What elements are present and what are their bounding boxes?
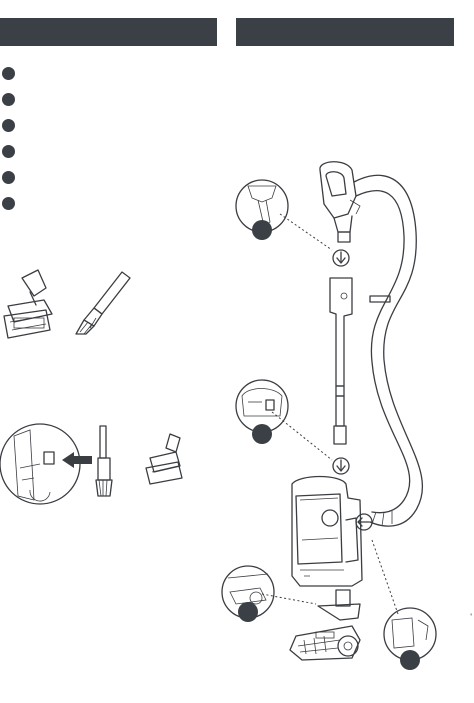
stored-upholstery-tool-illustration: [145, 433, 183, 485]
crevice-brush-illustration: [75, 271, 131, 335]
upholstery-tool-illustration: [3, 269, 53, 339]
flexible-hose: [353, 174, 424, 527]
callout-handle-detail: [235, 179, 289, 240]
right-section-header: [236, 18, 454, 46]
callout-badge: [252, 424, 272, 444]
hose-clip: [369, 295, 391, 303]
callout-badge: [400, 650, 420, 670]
step-bullet-2: [2, 93, 15, 106]
powered-lift-away-pod: [291, 475, 363, 587]
onboard-storage-callout: [0, 423, 92, 505]
extension-wand: [329, 277, 353, 445]
callout-pod-detail: [235, 379, 289, 444]
floor-nozzle: [289, 589, 361, 661]
step-bullet-1: [2, 67, 15, 80]
handle-assembly: [319, 161, 361, 243]
step-bullet-5: [2, 171, 15, 184]
callout-badge: [238, 602, 258, 622]
callout-nozzle-detail: [221, 565, 275, 622]
arrow-down-icon: [332, 249, 350, 267]
arrow-down-icon: [332, 457, 350, 475]
callout-badge: [252, 220, 272, 240]
page-marker: ': [470, 612, 472, 622]
step-bullet-3: [2, 119, 15, 132]
left-section-header: [0, 18, 217, 46]
step-bullet-4: [2, 145, 15, 158]
arrow-left-icon: [355, 513, 373, 531]
callout-hose-detail: [383, 607, 437, 670]
arrow-left-icon: [62, 452, 92, 468]
step-bullet-6: [2, 197, 15, 210]
stored-crevice-tool-illustration: [95, 425, 113, 497]
